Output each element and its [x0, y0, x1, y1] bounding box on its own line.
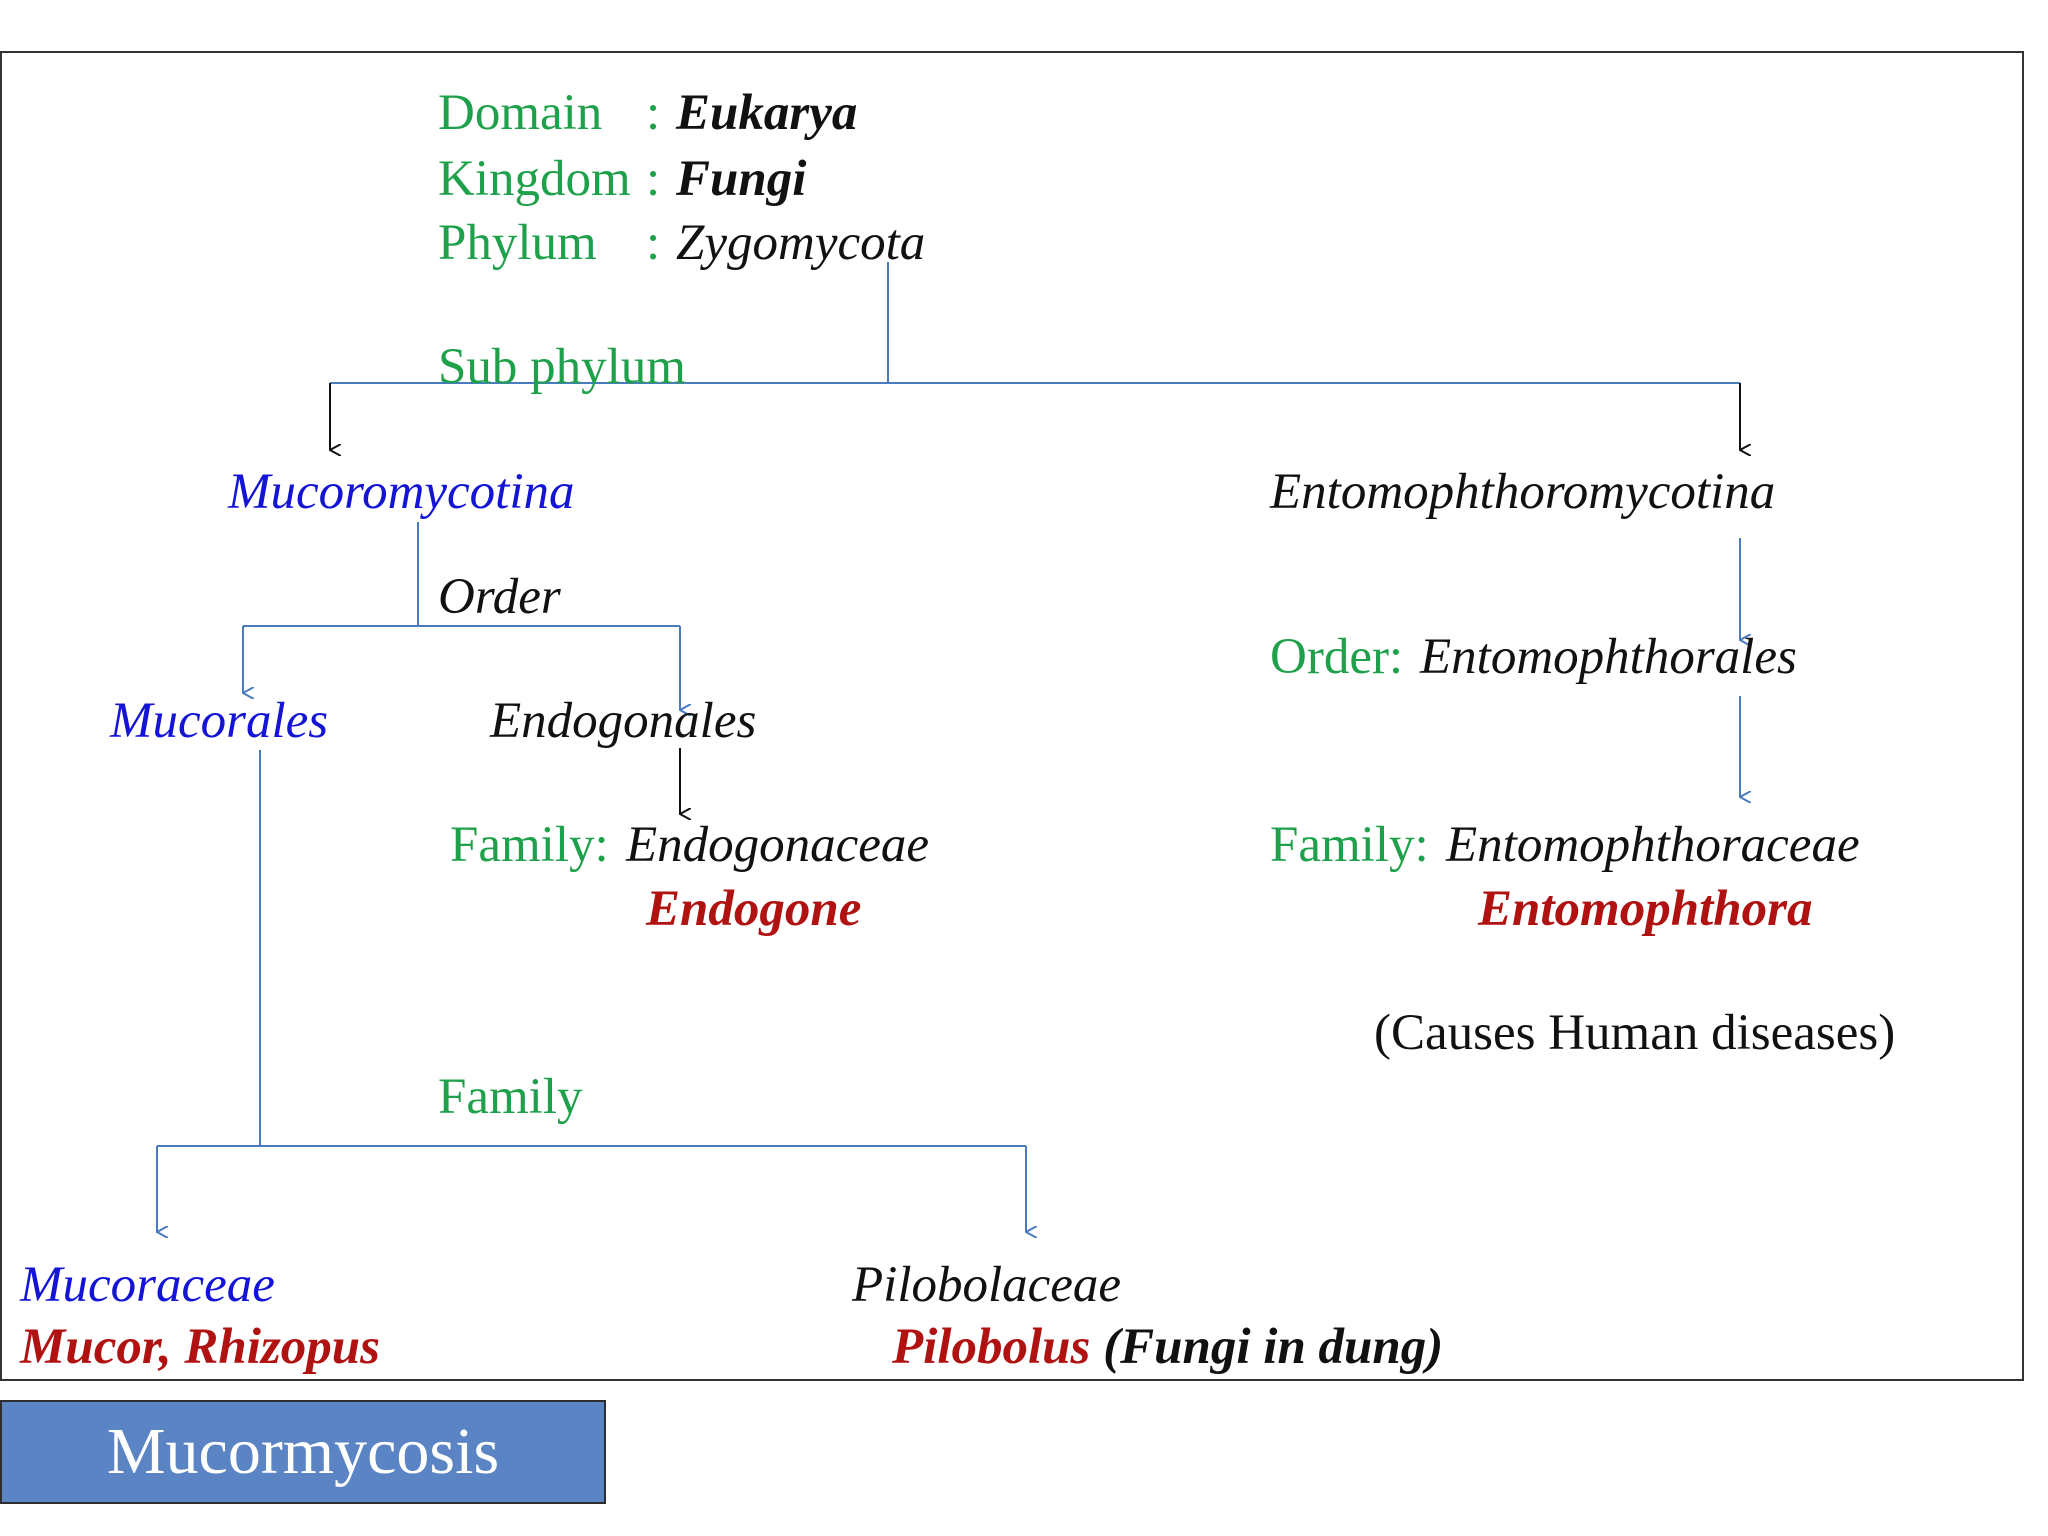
- mucoromycotina-node: Mucoromycotina: [228, 464, 575, 520]
- entomophthoromycotina-node: Entomophthoromycotina: [1270, 464, 1776, 520]
- mucoraceae-node: Mucoraceae: [20, 1257, 275, 1313]
- mucormycosis-title-box[interactable]: Mucormycosis: [0, 1400, 606, 1504]
- mucor-rhizopus-genera: Mucor, Rhizopus: [20, 1319, 380, 1375]
- pilobolus-genus: Pilobolus: [892, 1319, 1091, 1375]
- family-label: Family: [438, 1069, 583, 1125]
- kingdom-label: Kingdom: [438, 151, 631, 207]
- entomophthoraceae-family-label: Family:: [1270, 817, 1429, 873]
- endogone-genus: Endogone: [646, 881, 862, 937]
- human-disease-note: (Causes Human diseases): [1374, 1005, 1896, 1061]
- endogonaceae-node: Endogonaceae: [626, 817, 930, 873]
- phylum-value: Zygomycota: [676, 215, 926, 271]
- mucormycosis-title: Mucormycosis: [106, 1415, 500, 1488]
- domain-value: Eukarya: [676, 85, 858, 141]
- endogonaceae-family-label: Family:: [450, 817, 609, 873]
- phylum-label: Phylum: [438, 215, 597, 271]
- phylum-separator: :: [646, 215, 661, 271]
- domain-label: Domain: [438, 85, 603, 141]
- diagram-frame: [0, 51, 2024, 1381]
- entomophthorales-node: Entomophthorales: [1420, 629, 1797, 685]
- entomophthoraceae-node: Entomophthoraceae: [1446, 817, 1860, 873]
- mucorales-node: Mucorales: [110, 693, 329, 749]
- entomophthora-genus: Entomophthora: [1478, 881, 1813, 937]
- domain-separator: :: [646, 85, 661, 141]
- pilobolaceae-node: Pilobolaceae: [852, 1257, 1122, 1313]
- pilobolus-note: (Fungi in dung): [1103, 1319, 1444, 1375]
- kingdom-separator: :: [646, 151, 661, 207]
- kingdom-value: Fungi: [676, 151, 807, 207]
- pilobolus-line: Pilobolus (Fungi in dung): [892, 1322, 1443, 1373]
- subphylum-label: Sub phylum: [438, 339, 686, 395]
- entomophthorales-order-label: Order:: [1270, 629, 1404, 685]
- endogonales-node: Endogonales: [490, 693, 757, 749]
- order-label: Order: [438, 569, 561, 625]
